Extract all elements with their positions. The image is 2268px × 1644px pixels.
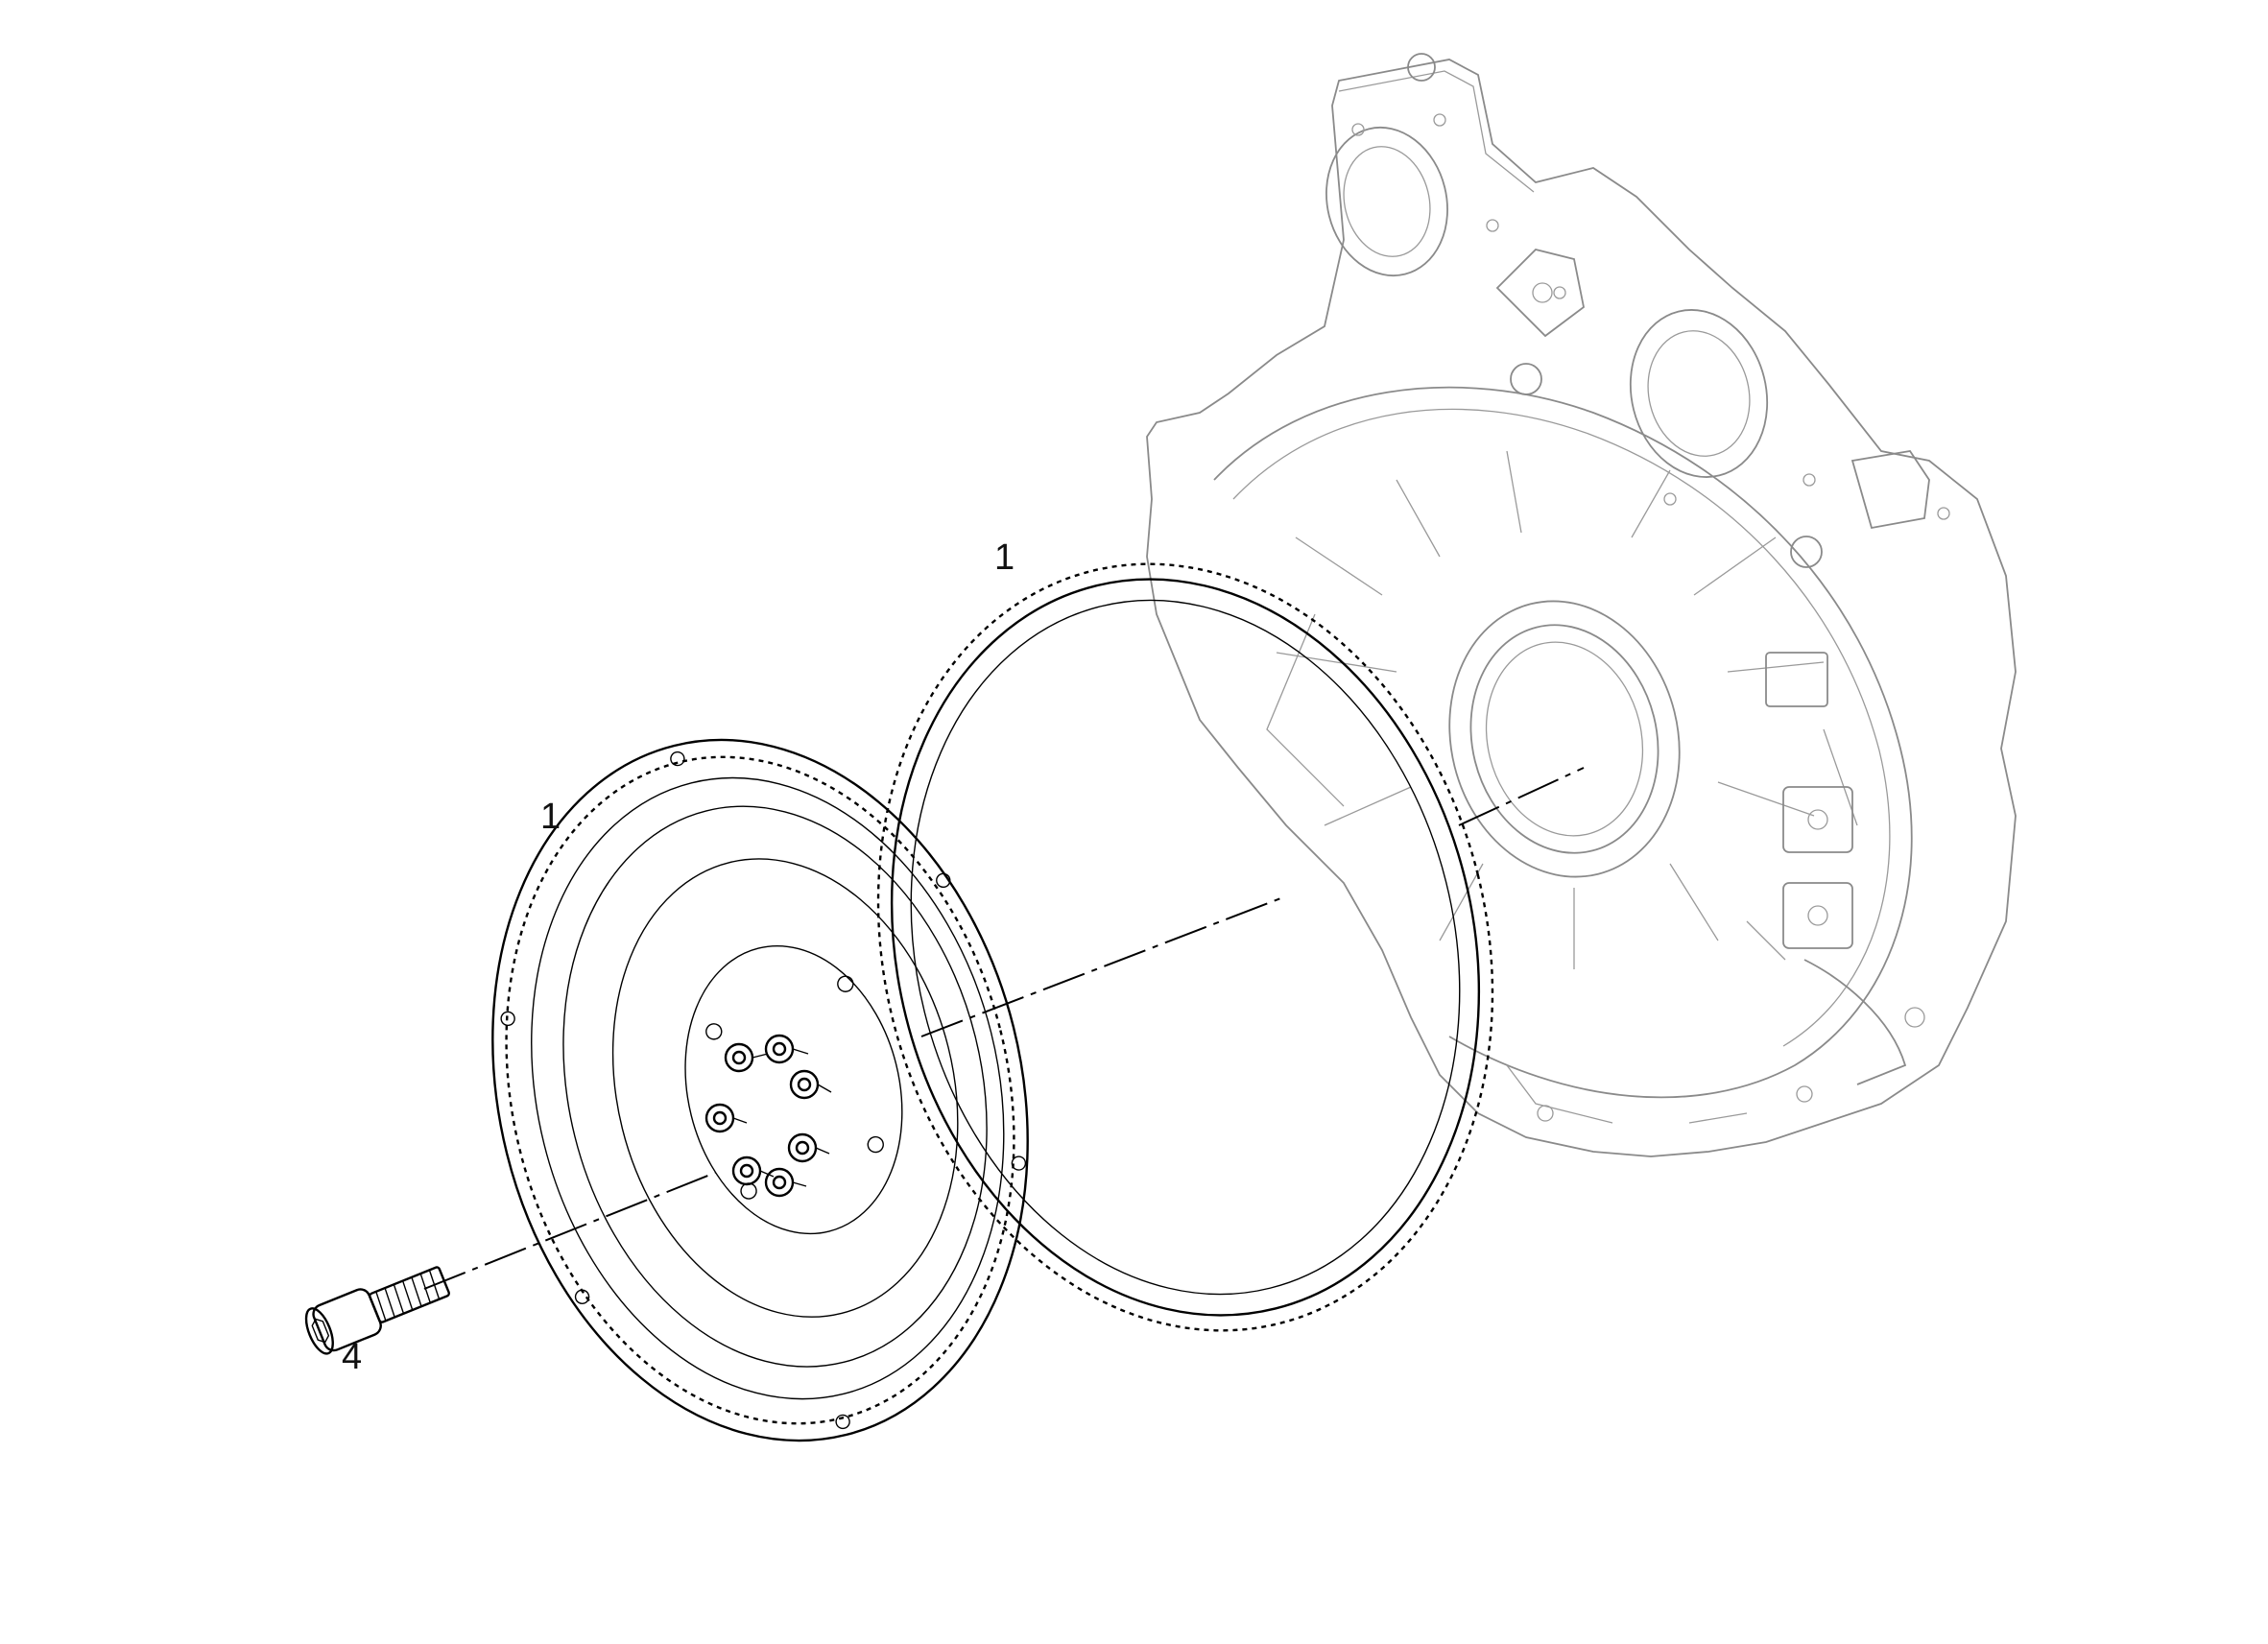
- socket-head-screw: [304, 1266, 450, 1355]
- callout-screw: 4: [342, 1337, 363, 1377]
- flywheel: [491, 738, 1029, 1442]
- hub-bolts: [704, 1034, 832, 1198]
- ring-gear: [876, 562, 1494, 1332]
- callout-flywheel: 1: [540, 797, 561, 837]
- center-axis-line: [423, 767, 1585, 1290]
- flywheel-housing: [1146, 53, 2017, 1157]
- callout-ring-gear: 1: [994, 537, 1015, 578]
